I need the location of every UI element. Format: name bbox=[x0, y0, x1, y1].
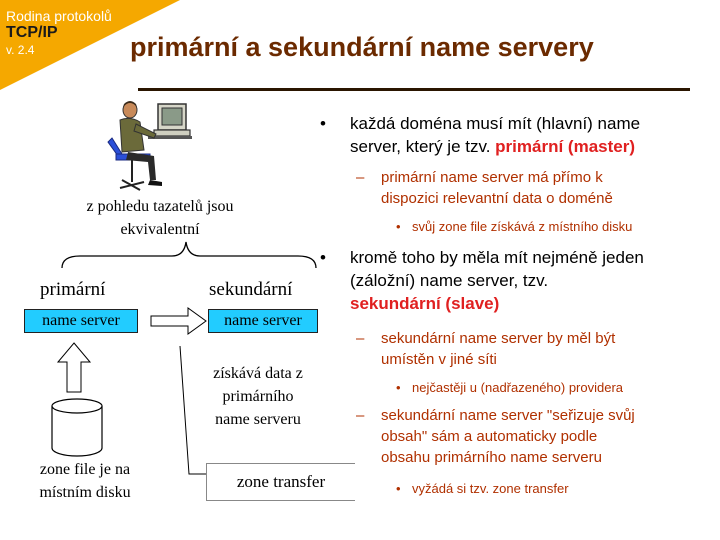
zone-file-note-line2: místním disku bbox=[39, 484, 131, 501]
zone-transfer-box: zone transfer bbox=[206, 463, 355, 501]
primary-label: primární bbox=[40, 279, 106, 300]
bullet-2-sub-1-line2: umístěn v jiné síti bbox=[381, 351, 497, 368]
equivalence-note-line2: ekvivalentní bbox=[120, 221, 200, 238]
title-rule bbox=[138, 88, 690, 91]
slide-title: primární a sekundární name servery bbox=[130, 32, 594, 62]
product-name: TCP/IP bbox=[6, 24, 58, 41]
primary-name-server-box: name server bbox=[24, 309, 138, 333]
up-arrow bbox=[56, 342, 92, 393]
gets-data-note: získává data z primárního name serveru bbox=[198, 362, 318, 431]
zone-file-note: zone file je na místním disku bbox=[20, 458, 150, 504]
bullet-2-sub-2: – sekundární name server "seřizuje svůj … bbox=[356, 405, 706, 468]
connector-line bbox=[179, 345, 207, 475]
bullet-2-sub-2-detail: • vyžádá si tzv. zone transfer bbox=[396, 480, 716, 498]
bullet-2-line2: (záložní) name server, tzv. bbox=[350, 271, 549, 290]
dash-marker: – bbox=[356, 169, 365, 186]
bullet-2-sub-2-detail-text: vyžádá si tzv. zone transfer bbox=[412, 481, 569, 496]
series-name: Rodina protokolů bbox=[6, 8, 112, 24]
bullet-2-sub-1-detail: • nejčastěji u (nadřazeného) providera bbox=[396, 379, 716, 397]
bullet-marker: • bbox=[396, 219, 401, 234]
equivalence-note: z pohledu tazatelů jsou ekvivalentní bbox=[40, 195, 280, 241]
secondary-name-server-box: name server bbox=[208, 309, 318, 333]
dash-marker: – bbox=[356, 330, 365, 347]
bullet-2-sub-1: – sekundární name server by měl být umís… bbox=[356, 328, 706, 370]
bullet-marker: • bbox=[320, 114, 326, 133]
dash-marker: – bbox=[356, 407, 365, 424]
bullet-2: • kromě toho by měla mít nejméně jeden (… bbox=[320, 246, 716, 315]
right-arrow bbox=[150, 307, 207, 335]
gets-data-note-line2: primárního bbox=[222, 388, 294, 405]
bullet-2-sub-2-line1: sekundární name server "seřizuje svůj bbox=[381, 407, 635, 424]
bullet-1: • každá doména musí mít (hlavní) name se… bbox=[320, 112, 700, 158]
bullet-1-sub-1-detail-text: svůj zone file získává z místního disku bbox=[412, 219, 633, 234]
zone-file-note-line1: zone file je na bbox=[39, 461, 131, 478]
bullet-1-line1: každá doména musí mít (hlavní) name bbox=[350, 114, 641, 133]
bullet-2-sub-1-line1: sekundární name server by měl být bbox=[381, 330, 616, 347]
bullet-marker: • bbox=[396, 380, 401, 395]
disk-icon bbox=[51, 398, 103, 457]
corner-decoration bbox=[0, 0, 180, 90]
bullet-marker: • bbox=[320, 248, 326, 267]
bullet-2-sub-2-line2: obsah" sám a automaticky podle bbox=[381, 428, 598, 445]
person-at-computer-illustration bbox=[107, 101, 192, 191]
bullet-marker: • bbox=[396, 481, 401, 496]
bullet-1-line2: server, který je tzv. primární (master) bbox=[350, 135, 700, 158]
primary-master-term: primární (master) bbox=[495, 137, 635, 156]
secondary-slave-term: sekundární (slave) bbox=[350, 294, 500, 313]
bullet-2-line1: kromě toho by měla mít nejméně jeden bbox=[350, 248, 644, 267]
version-label: v. 2.4 bbox=[6, 43, 35, 57]
bullet-2-sub-2-line3: obsahu primárního name serveru bbox=[381, 449, 602, 466]
bullet-1-sub-1: – primární name server má přímo k dispoz… bbox=[356, 167, 706, 209]
secondary-label: sekundární bbox=[209, 279, 293, 300]
bullet-1-sub-1-detail: • svůj zone file získává z místního disk… bbox=[396, 218, 716, 236]
gets-data-note-line3: name serveru bbox=[215, 411, 301, 428]
bullet-1-line2-text: server, který je tzv. bbox=[350, 137, 496, 156]
curly-brace bbox=[61, 241, 317, 269]
gets-data-note-line1: získává data z bbox=[213, 365, 303, 382]
bullet-1-sub-1-line2: dispozici relevantní data o doméně bbox=[381, 190, 613, 207]
equivalence-note-line1: z pohledu tazatelů jsou bbox=[86, 198, 234, 215]
bullet-1-sub-1-line1: primární name server má přímo k bbox=[381, 169, 603, 186]
bullet-2-sub-1-detail-text: nejčastěji u (nadřazeného) providera bbox=[412, 380, 624, 395]
